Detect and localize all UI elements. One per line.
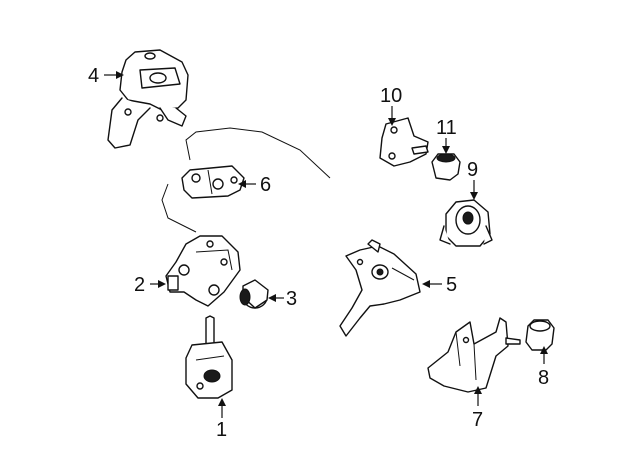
callout-10: 10 [380, 85, 402, 107]
part-6-bracket [181, 165, 245, 199]
part-8-bushing [525, 319, 555, 351]
part-1-lower-mount [185, 315, 233, 399]
leader-lines [104, 71, 548, 418]
callout-5: 5 [446, 274, 457, 296]
callout-8: 8 [538, 367, 549, 389]
part-2-bracket [165, 235, 241, 307]
part-5-bracket-mount [339, 239, 421, 337]
callout-4: 4 [88, 65, 99, 87]
callout-9: 9 [467, 159, 478, 181]
callout-1: 1 [216, 419, 227, 441]
callout-6: 6 [260, 174, 271, 196]
callout-3: 3 [286, 288, 297, 310]
part-3-bushing [239, 279, 269, 309]
part-4-engine-mount [107, 49, 189, 149]
callout-11: 11 [436, 117, 457, 139]
part-9-mount [439, 199, 493, 247]
callout-7: 7 [472, 409, 483, 431]
callout-2: 2 [134, 274, 145, 296]
hose-line [161, 127, 331, 233]
part-7-large-bracket [427, 317, 521, 393]
part-11-bushing [431, 153, 461, 181]
part-10-bracket [379, 117, 429, 167]
